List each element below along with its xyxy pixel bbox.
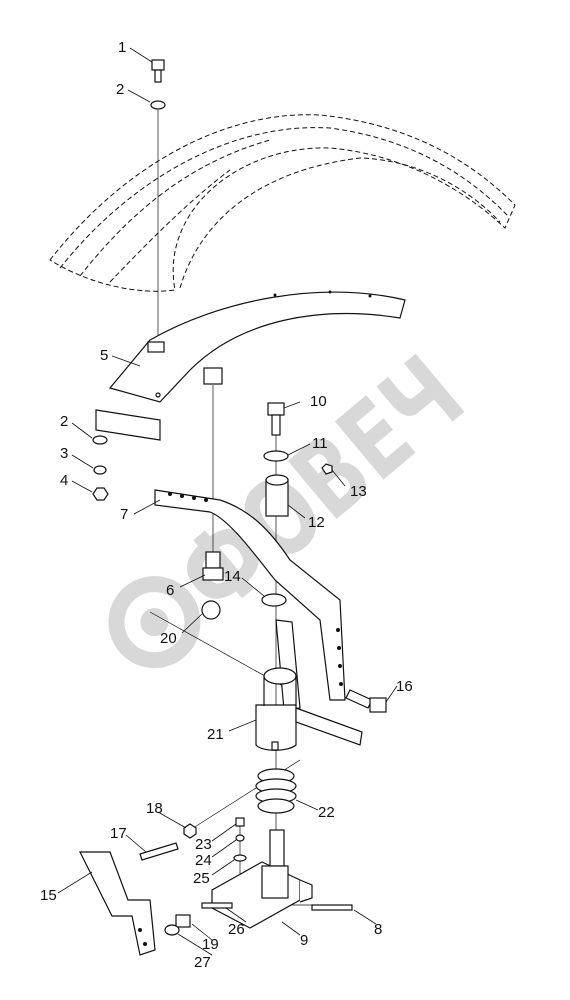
spring — [255, 768, 297, 814]
callout-10: 10 — [310, 393, 327, 410]
arm-fasteners — [201, 551, 287, 620]
callout-5: 5 — [100, 347, 108, 364]
callout-26: 26 — [228, 921, 245, 938]
callout-21: 21 — [207, 726, 224, 743]
base-bracket — [211, 829, 313, 929]
callout-14: 14 — [224, 568, 241, 585]
callout-1: 1 — [118, 39, 126, 56]
callout-3: 3 — [60, 445, 68, 462]
callout-2: 2 — [116, 81, 124, 98]
pedal-pin — [139, 823, 197, 861]
callout-20: 20 — [160, 630, 177, 647]
callout-19: 19 — [202, 936, 219, 953]
small-screw-stack — [233, 817, 247, 862]
callout-13: 13 — [350, 483, 367, 500]
support-arm — [154, 489, 346, 701]
callout-27: 27 — [194, 954, 211, 971]
washer-nut-stack — [92, 435, 109, 501]
callout-17: 17 — [110, 825, 127, 842]
callout-7: 7 — [120, 506, 128, 523]
pins — [201, 902, 353, 911]
pivot-hardware — [263, 402, 333, 517]
pivot-bracket — [255, 619, 363, 751]
callout-9: 9 — [300, 932, 308, 949]
pedal — [79, 851, 156, 956]
side-bolt — [345, 689, 387, 713]
callout-15: 15 — [40, 887, 57, 904]
callout-16: 16 — [396, 678, 413, 695]
fender — [49, 114, 516, 292]
callout-23: 23 — [195, 836, 212, 853]
callout-6: 6 — [166, 582, 174, 599]
callout-24: 24 — [195, 852, 212, 869]
bolt-top — [150, 59, 166, 110]
callout-4: 4 — [60, 472, 68, 489]
callout-labels: 1 2 5 2 3 4 10 11 13 7 12 6 14 20 16 21 … — [40, 39, 413, 971]
callout-12: 12 — [308, 514, 325, 531]
callout-11: 11 — [312, 435, 328, 452]
callout-2b: 2 — [60, 413, 68, 430]
callout-22: 22 — [318, 804, 335, 821]
callout-8: 8 — [374, 921, 382, 938]
pedal-bolt — [164, 914, 191, 936]
callout-18: 18 — [146, 800, 163, 817]
callout-25: 25 — [193, 870, 210, 887]
leader-lines — [57, 47, 398, 956]
mounting-plate — [95, 290, 406, 441]
